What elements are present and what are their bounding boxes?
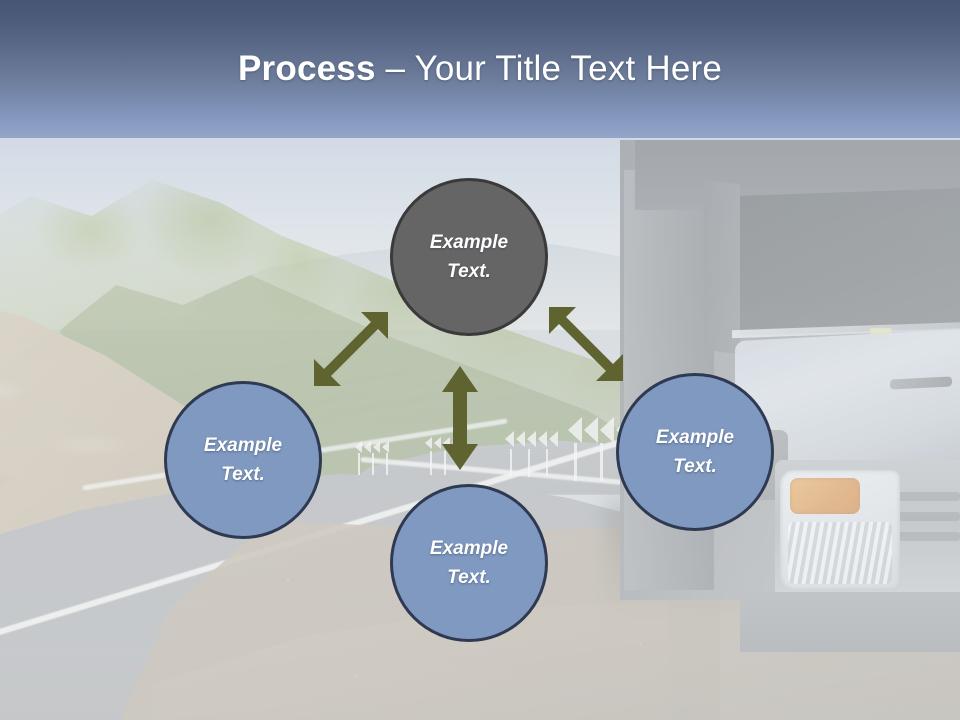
chevron-icon — [527, 431, 536, 447]
van-headlight-reflector — [788, 522, 892, 584]
sign-post — [574, 443, 577, 481]
sign-post — [546, 449, 548, 477]
chevron-sign-group-left — [355, 441, 389, 453]
sign-post — [372, 453, 374, 475]
chevron-icon — [568, 417, 582, 443]
process-node-left[interactable]: Example Text. — [164, 381, 322, 539]
page-title-light: Your Title Text Here — [414, 49, 722, 88]
chevron-icon — [549, 431, 558, 447]
page-title-separator: – — [375, 49, 415, 88]
sign-post — [386, 453, 388, 475]
chevron-sign-group-center — [505, 431, 558, 447]
page-title-bold: Process — [238, 49, 376, 88]
sign-post — [430, 451, 432, 475]
process-node-bottom[interactable]: Example Text. — [390, 484, 548, 642]
sign-post — [510, 449, 512, 477]
chevron-icon — [516, 431, 525, 447]
chevron-icon — [505, 431, 514, 447]
process-node-center[interactable]: Example Text. — [390, 178, 548, 336]
chevron-icon — [600, 417, 614, 443]
van-turn-indicator — [790, 478, 860, 514]
chevron-icon — [382, 441, 389, 453]
chevron-icon — [373, 441, 380, 453]
process-node-center-line1: Example — [429, 231, 509, 253]
page-title: Process – Your Title Text Here — [0, 0, 960, 138]
chevron-icon — [364, 441, 371, 453]
van-bumper — [740, 592, 960, 652]
process-node-center-line2: Text. — [447, 261, 491, 282]
sign-post — [358, 453, 360, 475]
process-node-left-line1: Example — [203, 434, 283, 456]
chevron-icon — [434, 437, 441, 449]
chevron-icon — [584, 417, 598, 443]
process-node-bottom-line2: Text. — [447, 567, 491, 588]
process-node-right-line1: Example — [655, 426, 735, 448]
sign-post — [528, 449, 530, 477]
chevron-icon — [355, 441, 362, 453]
title-banner: Process – Your Title Text Here — [0, 0, 960, 138]
process-node-left-line2: Text. — [221, 464, 265, 485]
process-node-bottom-line1: Example — [429, 537, 509, 559]
chevron-sign-group-right — [568, 417, 630, 443]
chevron-icon — [425, 437, 432, 449]
process-node-right-line2: Text. — [673, 456, 717, 477]
sign-post — [600, 443, 603, 481]
chevron-icon — [538, 431, 547, 447]
process-node-right[interactable]: Example Text. — [616, 373, 774, 531]
